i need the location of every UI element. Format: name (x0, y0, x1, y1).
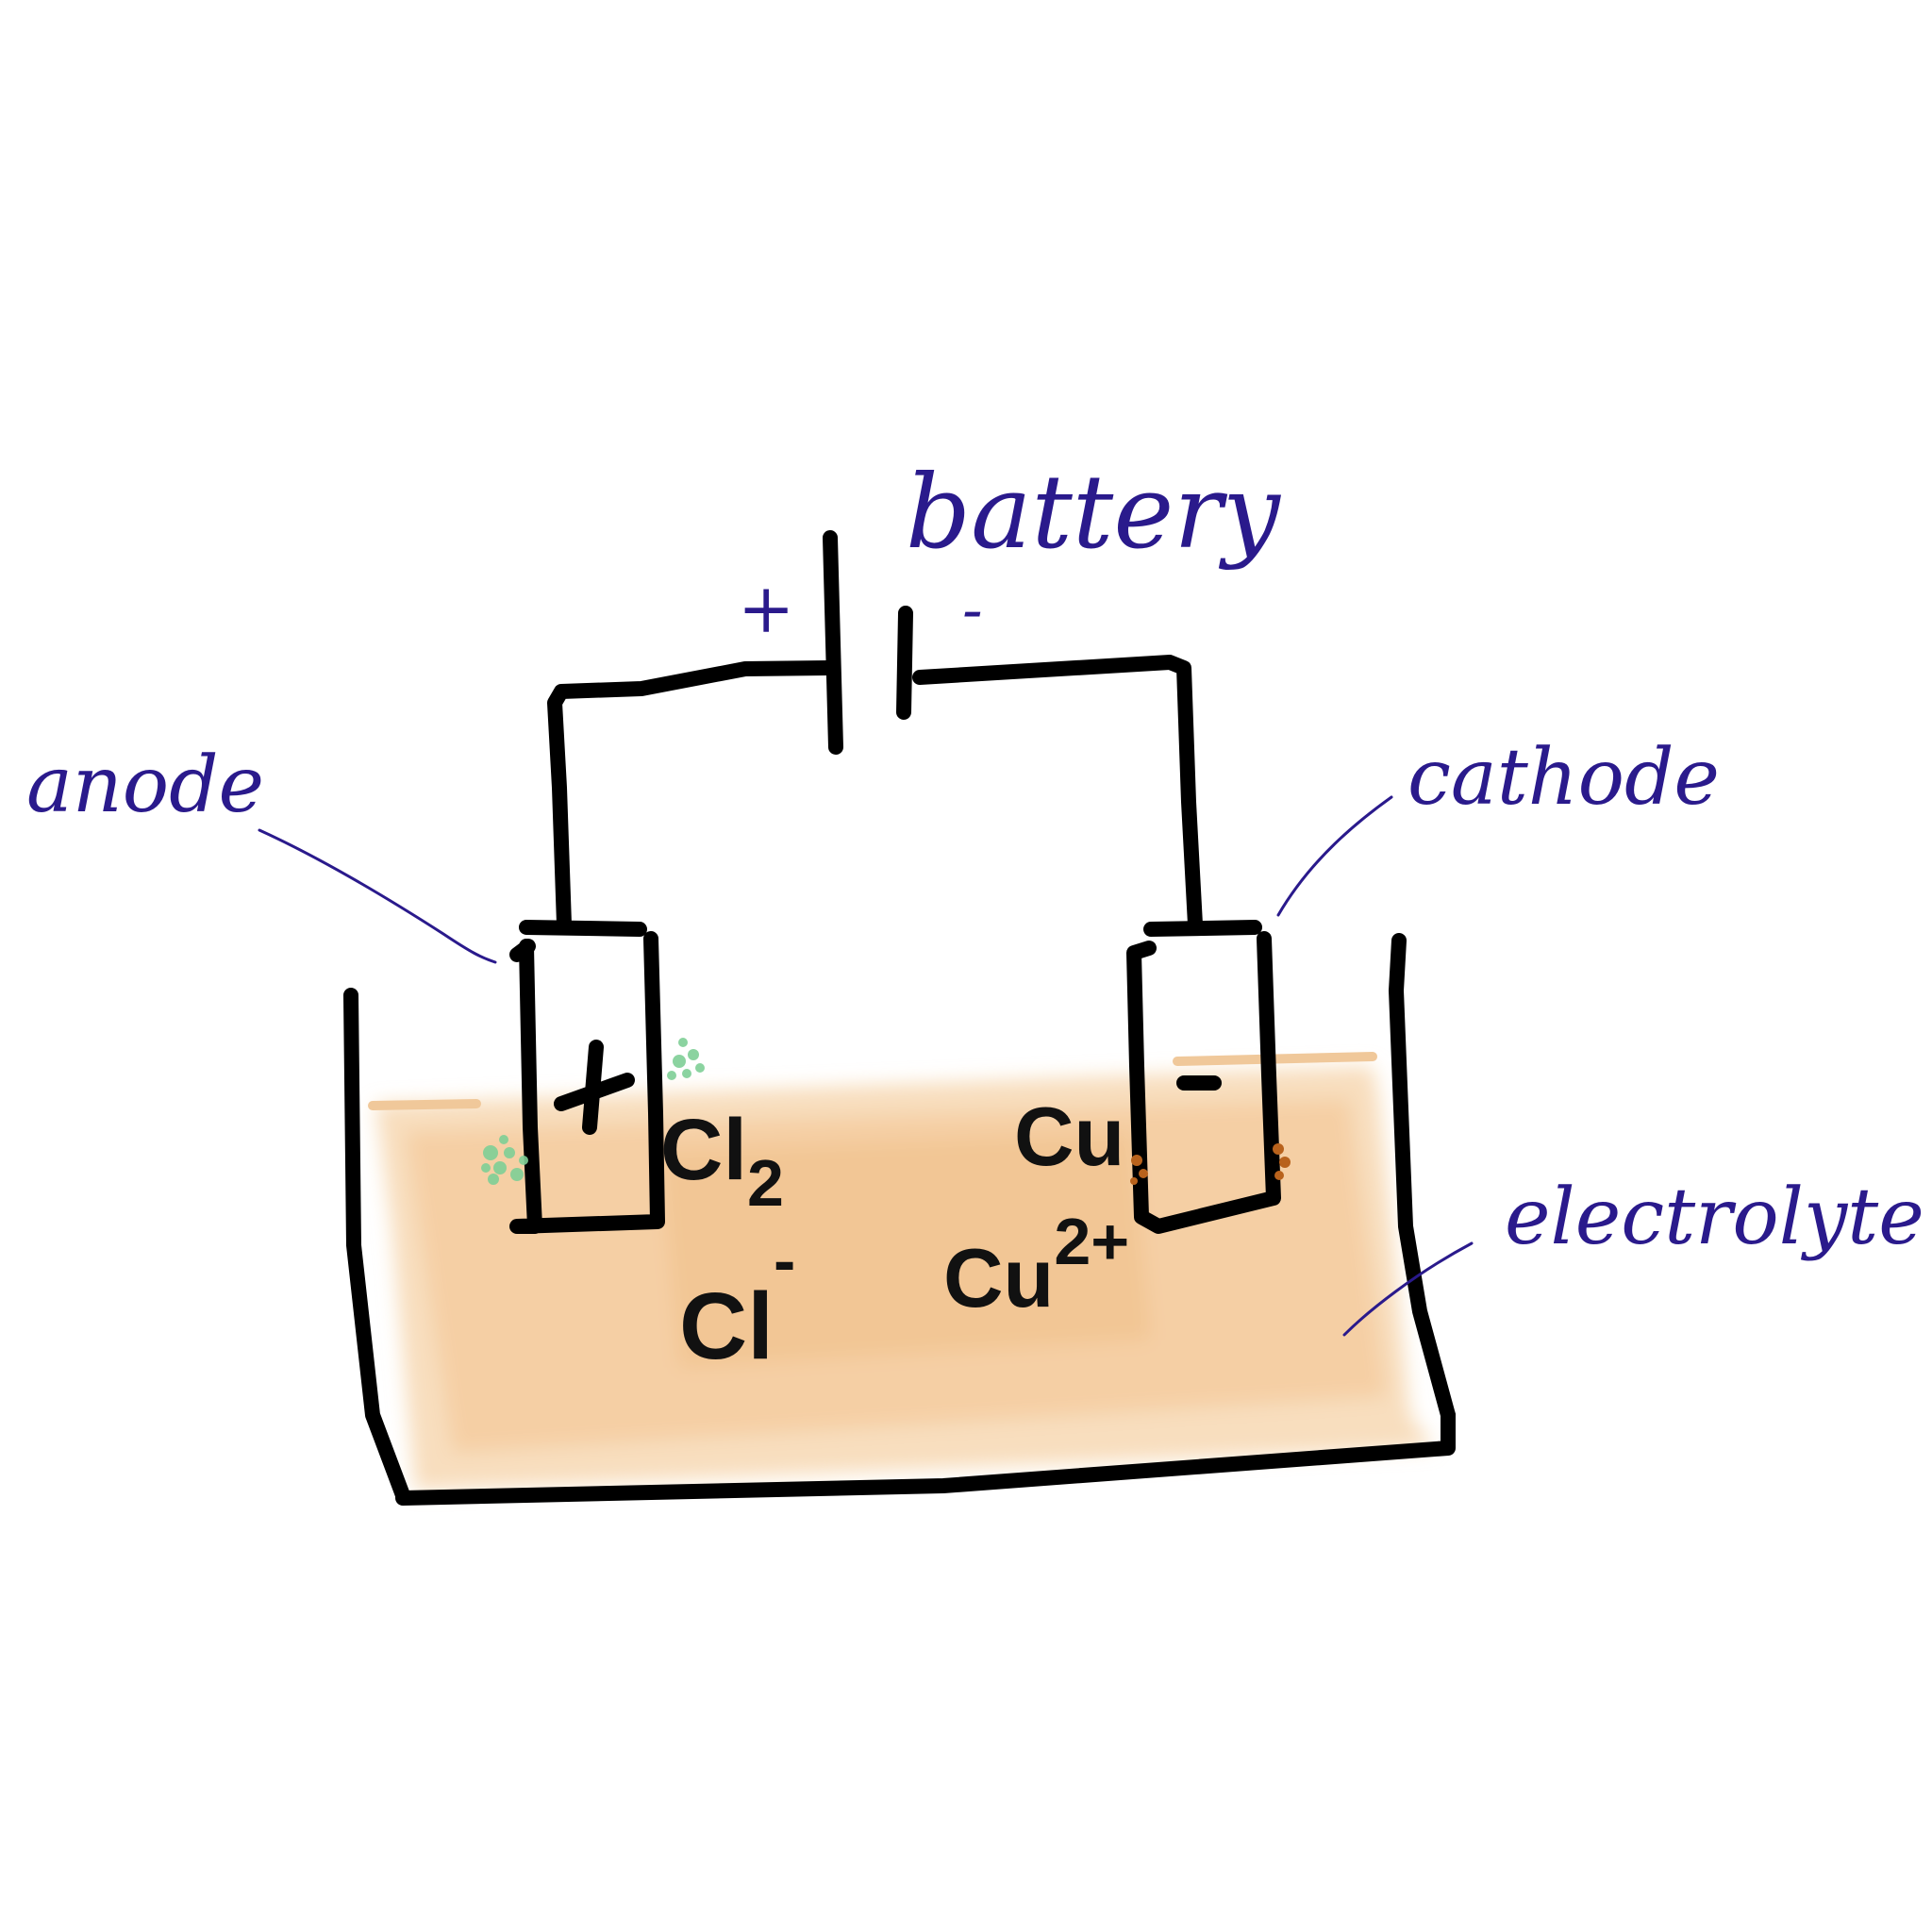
svg-text:Cl2: Cl2 (660, 1102, 784, 1220)
copper-metal-label: Cu (1014, 1090, 1124, 1183)
cu-ion-charge: 2+ (1054, 1205, 1129, 1278)
beaker-bottom (395, 1407, 1456, 1506)
cl-ion-charge: - (774, 1224, 795, 1297)
svg-text:Cu: Cu (1014, 1090, 1124, 1183)
wire-left (547, 660, 836, 932)
electrolyte-label: electrolyte (1505, 1173, 1924, 1262)
anode-plus-sign (554, 1040, 635, 1135)
chloride-ion-label: Cl- (679, 1224, 795, 1379)
svg-text:Cu2+: Cu2+ (943, 1205, 1129, 1324)
battery-cell (823, 530, 913, 755)
chlorine-bubbles-left (481, 1135, 528, 1185)
copper-ion-label: Cu2+ (943, 1205, 1129, 1324)
cathode-pointer (1276, 795, 1393, 917)
wire-right (912, 655, 1203, 932)
beaker (343, 988, 410, 1503)
chlorine-gas-label: Cl2 (660, 1102, 784, 1220)
svg-text:Cl-: Cl- (679, 1224, 795, 1379)
cl-ion-base: Cl (679, 1274, 774, 1379)
electrolyte-pointer (1342, 1241, 1474, 1337)
chlorine-bubbles-right (667, 1038, 705, 1080)
cu-ion-base: Cu (943, 1231, 1054, 1324)
cathode-electrode (1126, 920, 1281, 1234)
liquid-surface-left (368, 1099, 481, 1110)
beaker-right-wall (1389, 933, 1456, 1423)
cathode-label: cathode (1407, 733, 1720, 823)
battery-label: battery (906, 454, 1282, 572)
battery-minus-label: - (962, 575, 983, 645)
anode-label: anode (26, 741, 264, 830)
copper-deposit (1130, 1143, 1291, 1185)
battery-plus-label: + (738, 569, 794, 648)
cl2-subscript: 2 (747, 1146, 784, 1220)
anode-electrode (509, 920, 665, 1234)
cl2-base: Cl (660, 1102, 747, 1198)
anode-pointer (258, 828, 497, 964)
